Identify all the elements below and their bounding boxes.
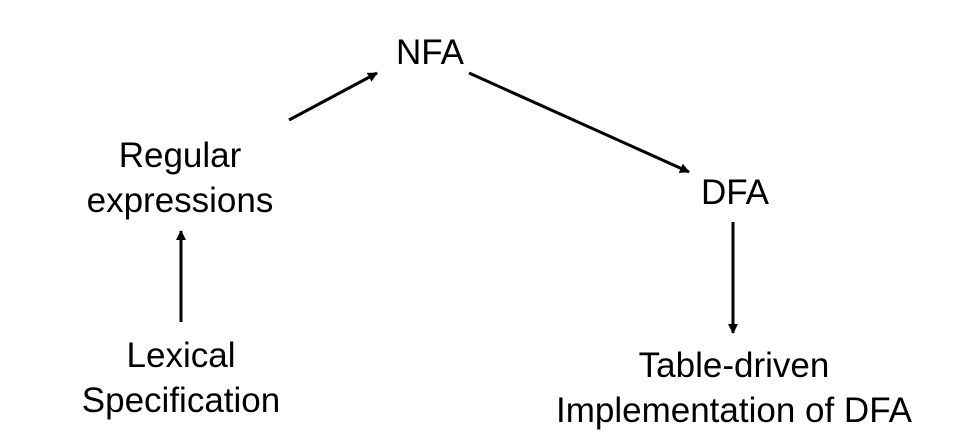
node-nfa: NFA	[360, 30, 500, 75]
arrow-regex-to-nfa	[288, 71, 378, 122]
node-lexical-specification: Lexical Specification	[50, 333, 312, 423]
node-nfa-label: NFA	[395, 33, 465, 72]
node-regex-label-line-2: expressions	[86, 181, 274, 220]
node-dfa: DFA	[660, 170, 810, 215]
node-impl-label-line-2: Implementation of DFA	[556, 391, 912, 430]
node-regular-expressions: Regular expressions	[50, 133, 310, 223]
node-lex-label-line-2: Specification	[81, 381, 281, 420]
node-table-driven-implementation: Table-driven Implementation of DFA	[514, 343, 954, 433]
node-impl-label-line-1: Table-driven	[638, 346, 830, 385]
node-regex-label-line-1: Regular	[118, 136, 242, 175]
arrow-nfa-to-dfa	[468, 71, 690, 174]
node-dfa-label: DFA	[700, 173, 770, 212]
node-lex-label-line-1: Lexical	[126, 336, 236, 375]
